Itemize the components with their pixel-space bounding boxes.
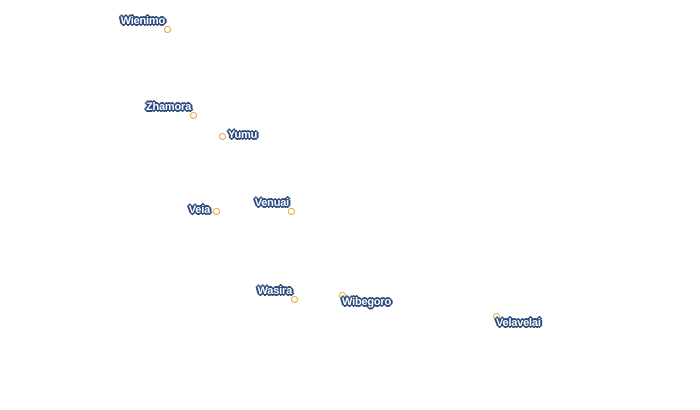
place-label: Velavelai (496, 317, 541, 329)
place-marker[interactable] (338, 291, 346, 299)
place-marker[interactable] (492, 312, 500, 320)
place-marker[interactable] (218, 132, 226, 140)
place-label: Zhamora (145, 101, 191, 113)
place-label: Wasira (257, 285, 293, 297)
place-marker[interactable] (290, 295, 298, 303)
place-marker[interactable] (163, 25, 171, 33)
place-marker[interactable] (189, 111, 197, 119)
place-label: Wibegoro (342, 296, 392, 308)
place-label: Yumu (228, 129, 258, 141)
place-label: Venuai (254, 197, 289, 209)
place-marker[interactable] (212, 207, 220, 215)
place-marker[interactable] (287, 207, 295, 215)
place-label: Veia (188, 204, 210, 216)
place-label: Wienimo (120, 15, 166, 27)
